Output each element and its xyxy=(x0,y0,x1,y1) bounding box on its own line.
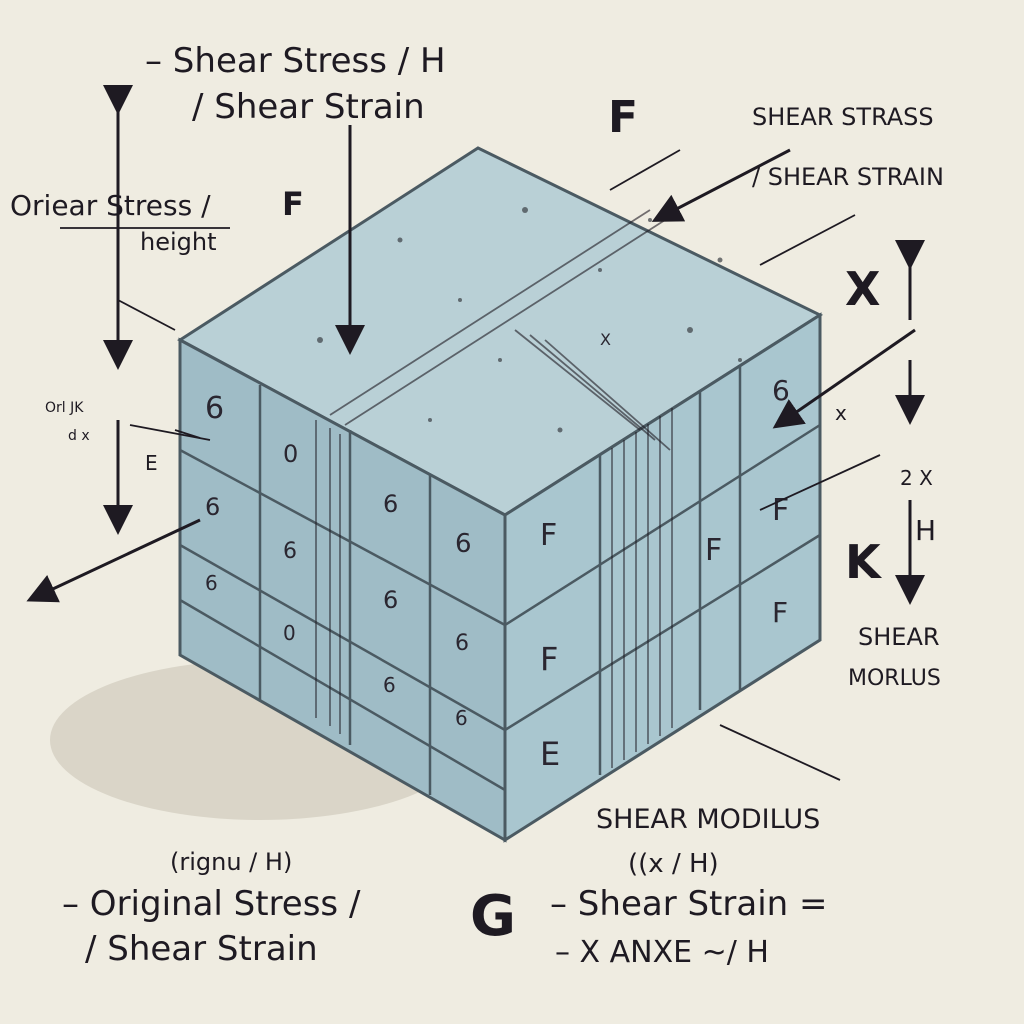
top-face-speckles xyxy=(317,207,742,433)
top-face-shear-lines xyxy=(329,209,671,451)
face-char: 6 xyxy=(455,706,468,730)
top-F-label: F xyxy=(608,92,638,143)
face-char: 0 xyxy=(283,440,298,468)
bottom-modulus-label: Shear Modilus xyxy=(596,804,820,835)
bottom-formula-line1: ((x / H) xyxy=(628,849,719,879)
bottom-left-line1: (rignu / H) xyxy=(170,848,292,876)
top-label-line2: / Shear Strain xyxy=(192,87,425,127)
left-bottom-arrow xyxy=(26,518,201,603)
bottom-left-line3: / Shear Strain xyxy=(85,929,318,969)
right-2x-label: 2 X xyxy=(900,466,933,490)
left-pointer-line xyxy=(174,429,201,439)
bottom-G-label: G xyxy=(470,884,516,949)
left-pointer-line xyxy=(117,299,176,331)
right-diagonal-arrow xyxy=(772,328,916,429)
face-char: F xyxy=(705,533,722,568)
upper-right-line xyxy=(759,214,856,266)
face-char: 6 xyxy=(383,586,398,614)
right-shear-label: Shear xyxy=(858,623,940,651)
top-label-line1: – Shear Stress / H xyxy=(145,41,446,81)
right-X-label: X xyxy=(845,262,880,316)
upper-right-line xyxy=(609,149,681,191)
left-face-characters: 6 0 6 6 6 6 6 6 6 0 6 6 xyxy=(205,391,472,730)
bottom-formula-line3: – x Anxe ~/ H xyxy=(555,935,769,970)
right-modulus-label: Morlus xyxy=(848,666,941,691)
right-face-grid xyxy=(504,365,821,775)
annotation-arrows xyxy=(26,85,925,781)
right-H-label: H xyxy=(915,514,936,547)
face-char: E xyxy=(540,735,560,773)
face-char: F xyxy=(772,596,788,629)
right-top-label-line1: Shear Strass xyxy=(752,103,934,131)
left-label-line2: height xyxy=(140,228,217,256)
left-E-label: E xyxy=(145,451,158,475)
bottom-left-line2: – Original Stress / xyxy=(62,884,361,924)
face-char: 6 xyxy=(772,374,790,407)
right-x-small-label: x xyxy=(835,401,847,425)
face-char: 6 xyxy=(383,673,396,697)
face-char: 6 xyxy=(205,571,218,595)
face-char: F xyxy=(540,518,557,553)
face-char: 6 xyxy=(283,539,297,564)
upper-right-arrow xyxy=(651,148,791,222)
right-K-label: K xyxy=(845,535,883,589)
left-F-label: F xyxy=(282,185,304,223)
right-pointer-line xyxy=(719,724,841,781)
face-char: 6 xyxy=(205,391,224,426)
face-char: F xyxy=(540,640,558,678)
left-face-grid xyxy=(179,385,506,795)
face-char: 6 xyxy=(383,490,398,518)
cube-top-mark: X xyxy=(600,330,611,349)
face-char: 6 xyxy=(455,529,472,559)
labels: – Shear Stress / H / Shear Strain F Shea… xyxy=(10,41,944,970)
left-small-label2: d x xyxy=(68,428,90,444)
left-small-label1: Orl JK xyxy=(45,400,84,416)
face-char: 0 xyxy=(283,621,296,645)
right-face-striations xyxy=(315,408,673,768)
right-pointer-line xyxy=(759,454,881,511)
right-top-label-line2: / Shear Strain xyxy=(752,163,944,191)
face-char: 6 xyxy=(455,631,469,656)
face-char: 6 xyxy=(205,493,220,521)
bottom-formula-line2: – Shear Strain = xyxy=(550,884,828,924)
left-label-line1: Oriear Stress / xyxy=(10,189,211,222)
